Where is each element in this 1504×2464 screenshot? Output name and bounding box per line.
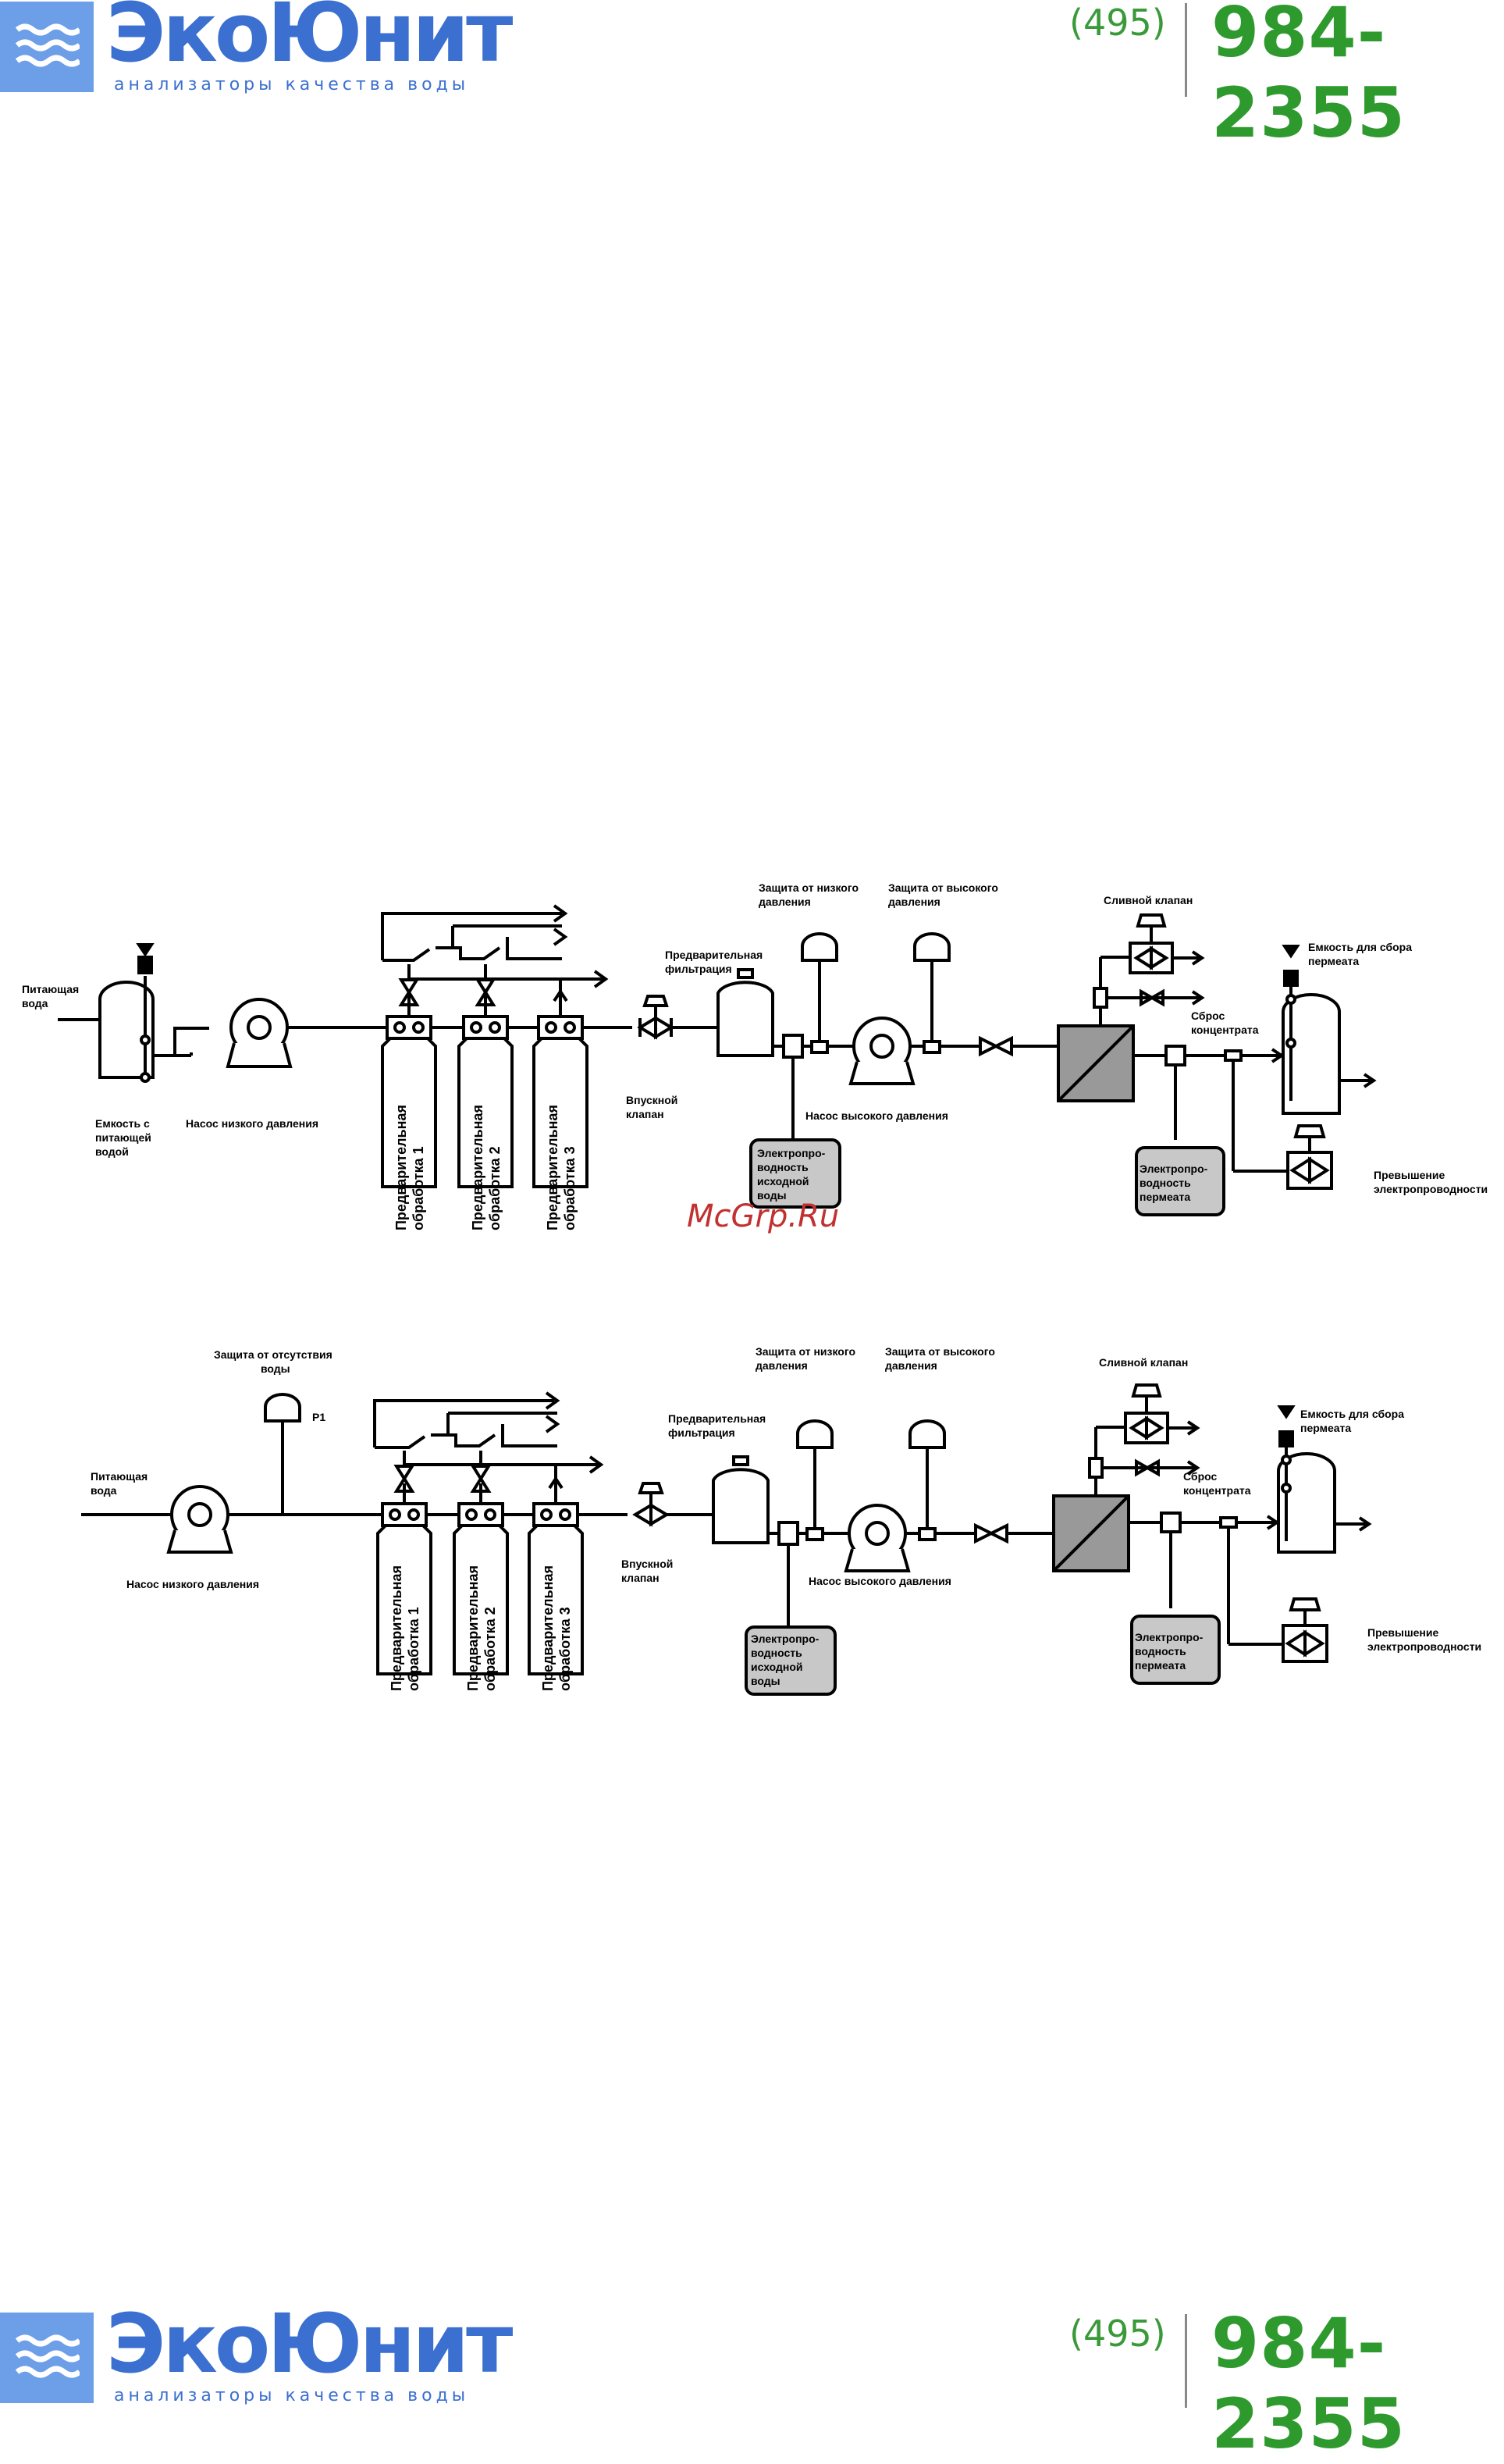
phone-area-code: (495)	[1069, 2313, 1166, 2355]
d2-pre2-label-2: обработка 2	[482, 1607, 498, 1691]
d2-perm-cond-label-1: Электропро-	[1135, 1631, 1204, 1643]
d1-pre1-label-2: обработка 1	[411, 1146, 426, 1230]
d1-inlet-valve-label-2: клапан	[626, 1108, 664, 1120]
d1-high-prot-label-2: давления	[888, 896, 940, 908]
d1-permeate-tank-label-2: пермеата	[1308, 955, 1359, 967]
d1-low-prot-label-1: Защита от низкого	[759, 882, 859, 894]
d1-high-pump-label: Насос высокого давления	[805, 1109, 948, 1122]
d1-feed-cond-label-4: воды	[757, 1189, 787, 1202]
diagram-2: Защита от отсутствия воды P1 Питающая во…	[81, 1345, 1481, 1696]
logo-waves-icon	[0, 2, 94, 92]
d1-pre3-label-2: обработка 3	[562, 1146, 578, 1230]
header-divider	[1185, 3, 1187, 97]
d2-pre1-label-2: обработка 1	[406, 1607, 421, 1691]
d1-inlet-valve-label-1: Впускной	[626, 1094, 677, 1106]
brand-name: ЭкоЮнит	[106, 0, 513, 80]
d2-low-pump-label: Насос низкого давления	[126, 1578, 259, 1590]
d2-inlet-valve-label-2: клапан	[621, 1572, 660, 1584]
d2-pre1-label-1: Предварительная	[389, 1565, 404, 1691]
d1-concentrate-label-2: концентрата	[1191, 1024, 1259, 1036]
brand-name: ЭкоЮнит	[106, 2296, 513, 2391]
watermark: McGrp.Ru	[687, 1198, 840, 1234]
d1-feed-cond-label-3: исходной	[757, 1175, 809, 1187]
d2-pre3-label-1: Предварительная	[540, 1565, 556, 1691]
d1-perm-cond-label-2: водность	[1140, 1177, 1191, 1189]
d1-feed-cond-label-1: Электропро-	[757, 1147, 826, 1159]
d1-feed-tank-label-2: питающей	[95, 1131, 151, 1144]
d2-feed-cond-label-4: воды	[751, 1675, 780, 1687]
d2-low-prot-label-2: давления	[756, 1359, 808, 1372]
d1-feed-cond-label-2: водность	[757, 1161, 809, 1173]
d1-feed-water-label-1: Питающая	[22, 983, 79, 995]
diagram-1: Питающая вода Емкость с питающей водой Н…	[22, 882, 1488, 1230]
d2-drain-valve-label: Сливной клапан	[1099, 1356, 1188, 1369]
d2-feed-cond-label-1: Электропро-	[751, 1633, 820, 1645]
d1-pre2-label-1: Предварительная	[470, 1105, 485, 1230]
d2-feed-water-label-2: вода	[91, 1484, 117, 1497]
page-header-bottom: ЭкоЮнит анализаторы качества воды (495) …	[0, 2303, 1504, 2464]
d2-perm-cond-label-3: пермеата	[1135, 1659, 1186, 1672]
brand-tagline: анализаторы качества воды	[114, 2386, 470, 2405]
d1-perm-cond-label-3: пермеата	[1140, 1191, 1190, 1203]
d2-high-prot-label-1: Защита от высокого	[885, 1345, 995, 1358]
d2-high-prot-label-2: давления	[885, 1359, 937, 1372]
phone-number: 984-2355	[1211, 2303, 1406, 2464]
d2-pre2-label-1: Предварительная	[465, 1565, 481, 1691]
d1-excess-label-2: электропроводности	[1374, 1183, 1488, 1195]
d1-prefilter-label-1: Предварительная	[665, 949, 763, 961]
d1-permeate-tank-label-1: Емкость для сбора	[1308, 941, 1412, 953]
d2-permeate-tank-label-1: Емкость для сбора	[1300, 1408, 1404, 1420]
d1-low-pump-label: Насос низкого давления	[186, 1117, 318, 1130]
d1-high-prot-label-1: Защита от высокого	[888, 882, 998, 894]
phone-area-code: (495)	[1069, 2, 1166, 44]
d1-low-prot-label-2: давления	[759, 896, 811, 908]
d2-no-water-prot-label-2: воды	[261, 1362, 290, 1375]
d1-pre3-label-1: Предварительная	[545, 1105, 560, 1230]
d2-pre3-label-2: обработка 3	[557, 1607, 573, 1691]
d1-drain-valve-label: Сливной клапан	[1104, 894, 1193, 906]
d2-low-prot-label-1: Защита от низкого	[756, 1345, 855, 1358]
d1-feed-water-label-2: вода	[22, 997, 48, 1009]
page-header-top: ЭкоЮнит анализаторы качества воды (495) …	[0, 0, 1504, 153]
d1-prefilter-label-2: фильтрация	[665, 963, 732, 975]
d2-feed-water-label-1: Питающая	[91, 1470, 148, 1483]
d2-concentrate-label-1: Сброс	[1183, 1470, 1217, 1483]
d1-feed-tank-label-1: Емкость с	[95, 1117, 150, 1130]
d2-feed-cond-label-2: водность	[751, 1647, 802, 1659]
d2-p1-label: P1	[312, 1411, 325, 1423]
d1-feed-tank-label-3: водой	[95, 1145, 129, 1158]
d1-perm-cond-label-1: Электропро-	[1140, 1163, 1208, 1175]
d2-prefilter-label-2: фильтрация	[668, 1426, 735, 1439]
d2-perm-cond-label-2: водность	[1135, 1645, 1186, 1658]
d2-concentrate-label-2: концентрата	[1183, 1484, 1251, 1497]
d1-concentrate-label-1: Сброс	[1191, 1009, 1225, 1022]
brand-tagline: анализаторы качества воды	[114, 75, 470, 94]
d2-excess-label-2: электропроводности	[1367, 1640, 1481, 1653]
d1-pre2-label-2: обработка 2	[487, 1146, 503, 1230]
d2-excess-label-1: Превышение	[1367, 1626, 1438, 1639]
phone-number: 984-2355	[1211, 0, 1406, 153]
d2-permeate-tank-label-2: пермеата	[1300, 1422, 1351, 1434]
d2-high-pump-label: Насос высокого давления	[809, 1575, 951, 1587]
logo-waves-icon	[0, 2313, 94, 2403]
d2-inlet-valve-label-1: Впускной	[621, 1558, 673, 1570]
d2-feed-cond-label-3: исходной	[751, 1661, 803, 1673]
d1-pre1-label-1: Предварительная	[393, 1105, 409, 1230]
d2-no-water-prot-label-1: Защита от отсутствия	[214, 1348, 332, 1361]
header-divider	[1185, 2314, 1187, 2408]
d1-excess-label-1: Превышение	[1374, 1169, 1445, 1181]
d2-prefilter-label-1: Предварительная	[668, 1412, 766, 1425]
